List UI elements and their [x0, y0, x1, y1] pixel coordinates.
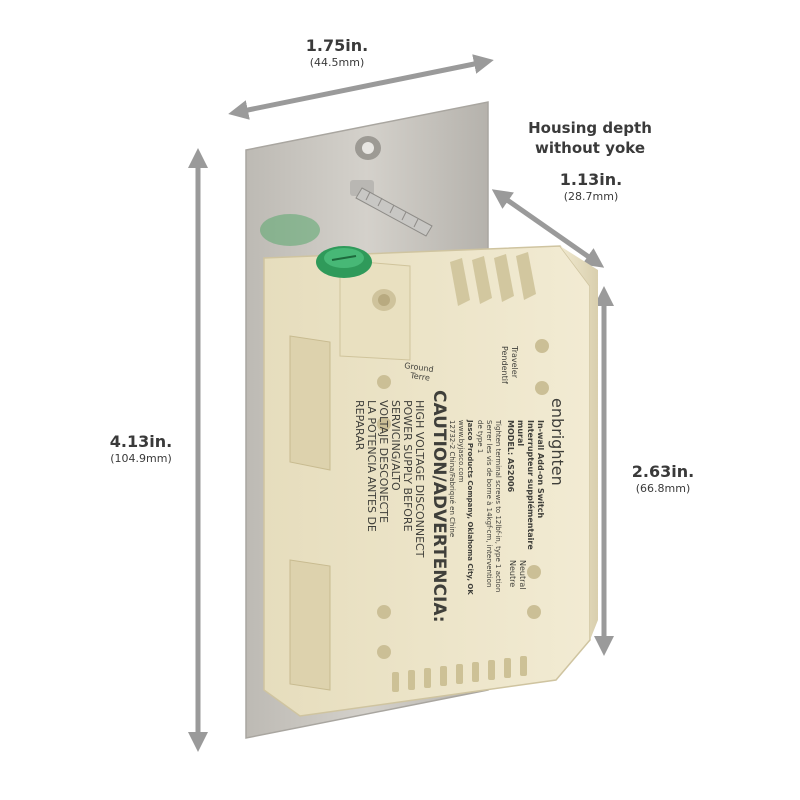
housing-depth-line2: without yoke	[534, 139, 646, 157]
brand-logo: enbrighten	[548, 398, 567, 486]
body-height-value: 2.63in.	[631, 462, 695, 481]
terminal-pocket-top	[289, 335, 331, 471]
width-metric: (44.5mm)	[309, 56, 365, 69]
caution-line-4: VOLTAJE DESCONECTE	[377, 400, 390, 523]
instructions-en: Tighten terminal screws to 12lbf-in, typ…	[494, 419, 502, 592]
instructions-fr: Serrer les vis de borne à 14kgf-cm, inte…	[485, 420, 493, 587]
depth-value: 1.13in.	[559, 170, 623, 189]
height-dimension: 4.13in. (104.9mm)	[96, 432, 186, 466]
height-value: 4.13in.	[109, 432, 173, 451]
width-value: 1.75in.	[305, 36, 369, 55]
vent-slots	[450, 252, 536, 306]
ground-label: Ground	[404, 361, 434, 374]
origin: 12732-2 China/Fabriqué en Chine	[448, 420, 456, 537]
neutral-label-fr: Neutre	[508, 560, 517, 587]
instructions-fr2: de type 1	[476, 420, 484, 453]
model-number: MODEL: AS2006	[506, 420, 515, 493]
caution-line-3: SERVICING/ALTO	[389, 400, 402, 491]
depth-metric: (28.7mm)	[563, 190, 619, 203]
caution-line-5: LA POTENCIA ANTES DE	[365, 400, 378, 532]
product-line3: mural	[516, 420, 525, 446]
housing-depth-caption: Housing depth without yoke	[520, 118, 660, 158]
product-line1: In-wall Add-on Switch	[536, 420, 545, 518]
company-name: Jasco Products Company, Oklahoma City, O…	[466, 419, 474, 595]
body-height-dimension: 2.63in. (66.8mm)	[618, 462, 708, 496]
product-line2: Interrupteur supplémentaire	[526, 420, 536, 550]
website: www.byjasco.com	[457, 420, 465, 483]
depth-dimension: 1.13in. (28.7mm)	[546, 170, 636, 204]
neutral-label: Neutral	[518, 560, 527, 590]
terminal-pocket-bottom	[289, 559, 331, 691]
traveler-label-fr: Pendentif	[500, 346, 509, 384]
body-height-metric: (66.8mm)	[635, 482, 691, 495]
caution-title: CAUTION/ADVERTENCIA:	[429, 390, 449, 623]
caution-line-2: POWER SUPPLY BEFORE	[401, 400, 414, 532]
housing-depth-line1: Housing depth	[528, 119, 652, 137]
ground-label-fr: Terre	[409, 371, 431, 383]
traveler-label: Traveler	[510, 345, 519, 379]
device-body	[263, 245, 591, 717]
height-metric: (104.9mm)	[110, 452, 172, 465]
width-arrow	[228, 54, 494, 120]
mounting-screw	[350, 180, 433, 237]
depth-arrow	[491, 189, 605, 268]
caution-line-1: HIGH VOLTAGE DISCONNECT	[413, 400, 426, 558]
width-dimension: 1.75in. (44.5mm)	[292, 36, 382, 70]
caution-line-6: REPARAR	[353, 400, 366, 451]
